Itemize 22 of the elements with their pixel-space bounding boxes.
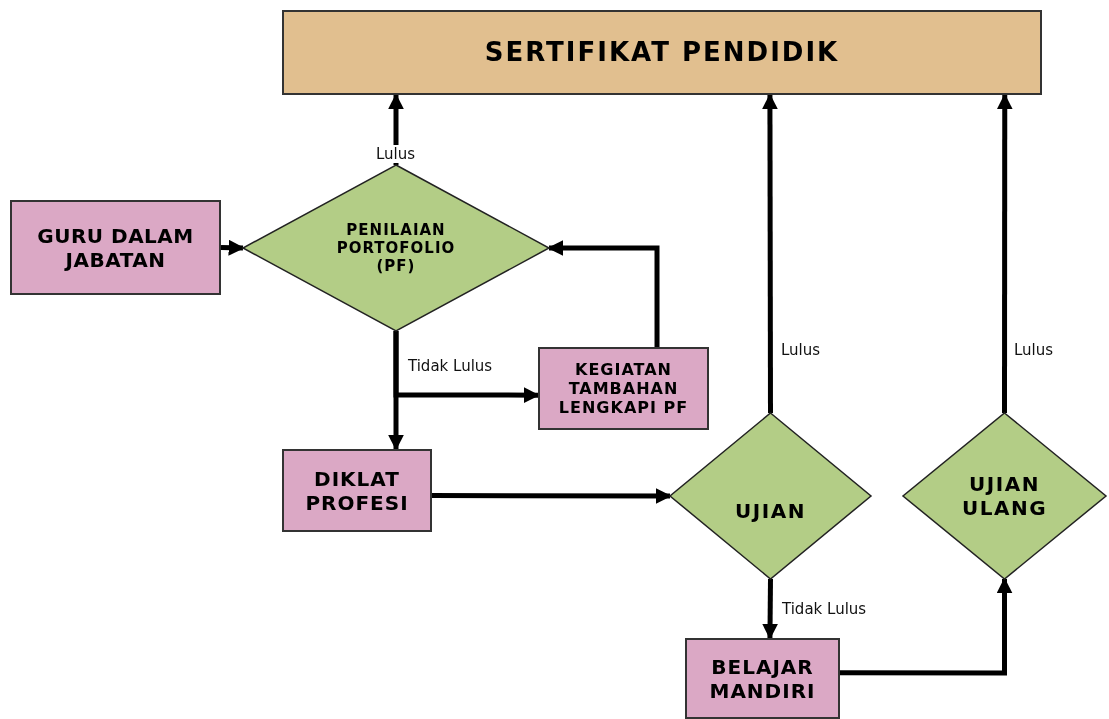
process-box bbox=[538, 347, 709, 430]
node-label: SERTIFIKAT PENDIDIK bbox=[484, 36, 840, 69]
process-box bbox=[685, 638, 840, 719]
node-label: DIKLAT PROFESI bbox=[304, 466, 410, 515]
process-box bbox=[282, 449, 432, 532]
arrow bbox=[220, 239, 245, 256]
node-label: GURU DALAM JABATAN bbox=[36, 223, 195, 272]
result-banner bbox=[282, 10, 1042, 95]
node-label: UJIAN ULANG bbox=[960, 472, 1049, 520]
arrow bbox=[761, 93, 778, 413]
arrow bbox=[996, 93, 1013, 413]
node-label: PENILAIAN PORTOFOLIO (PF) bbox=[335, 221, 457, 275]
process-box bbox=[10, 200, 221, 295]
node-label: KEGIATAN TAMBAHAN LENGKAPI PF bbox=[557, 359, 690, 418]
node-label: UJIAN bbox=[735, 499, 806, 523]
arrow bbox=[393, 331, 540, 404]
arrow bbox=[762, 578, 779, 640]
arrow bbox=[547, 240, 660, 347]
arrow bbox=[840, 577, 1013, 676]
node-label: BELAJAR MANDIRI bbox=[708, 654, 817, 703]
arrow bbox=[432, 487, 672, 504]
edge-label: Lulus bbox=[374, 145, 418, 163]
